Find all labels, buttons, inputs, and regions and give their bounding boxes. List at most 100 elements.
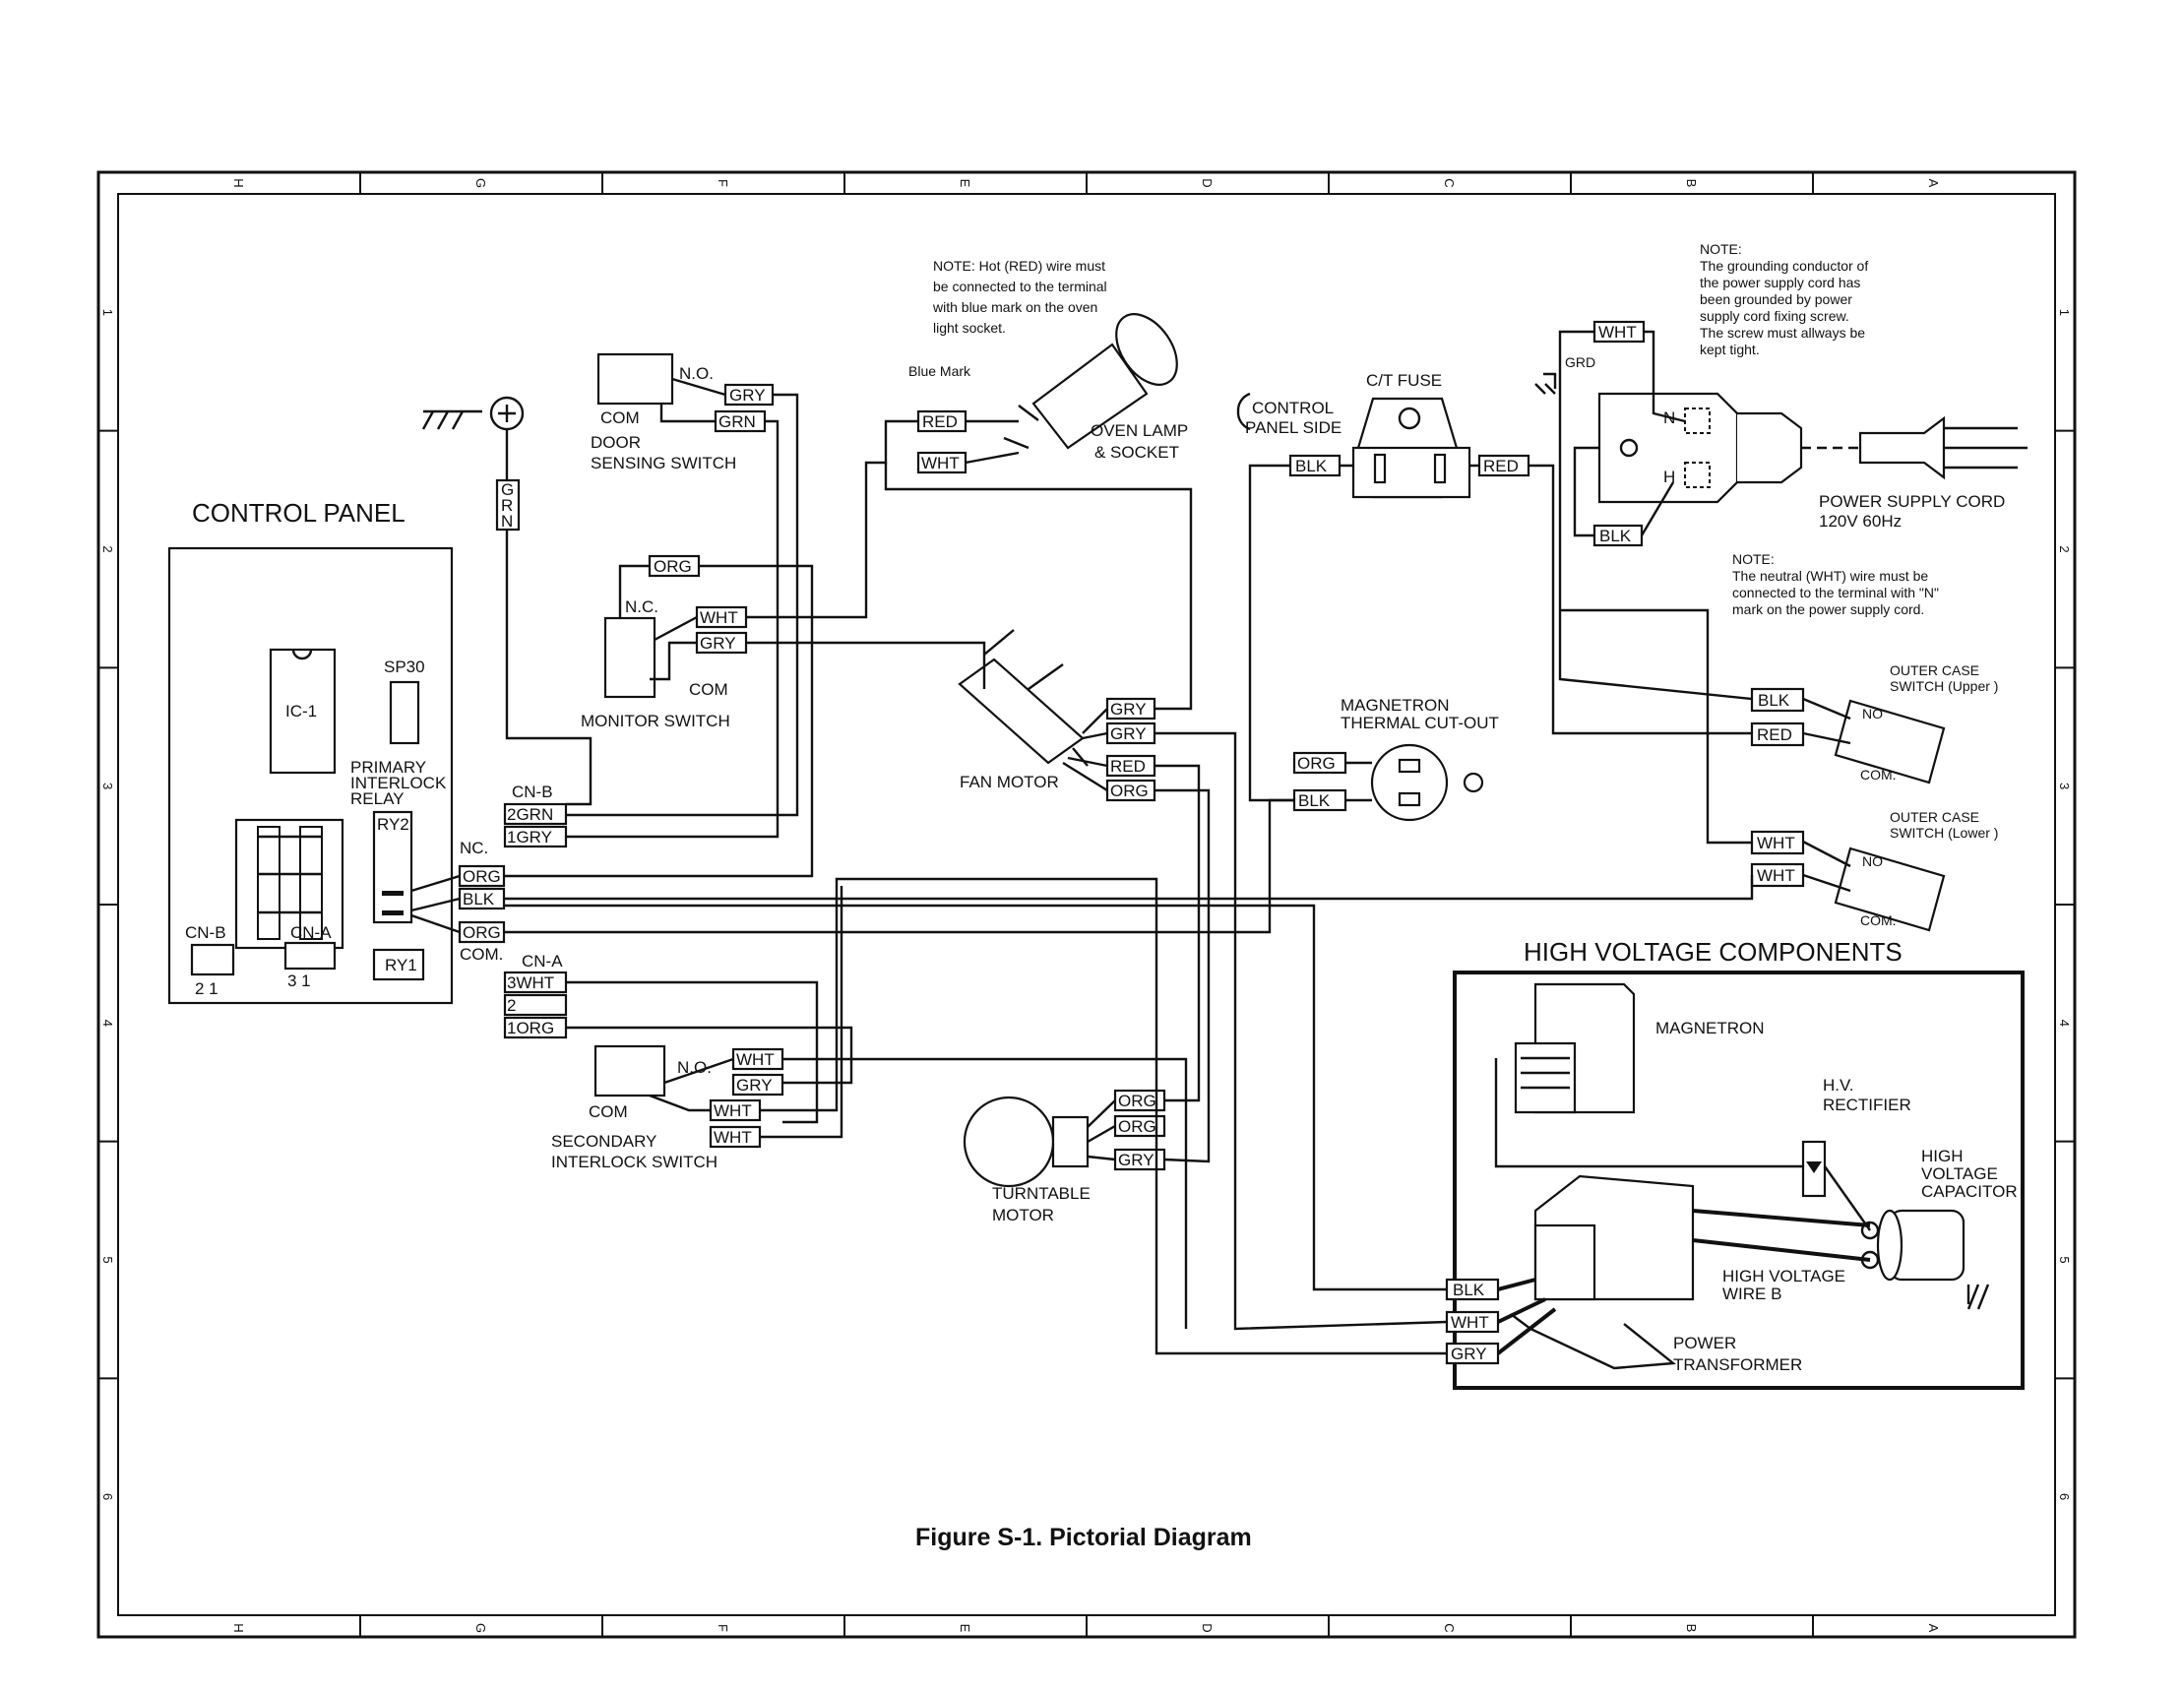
svg-text:THERMAL CUT-OUT: THERMAL CUT-OUT xyxy=(1341,714,1499,732)
svg-text:The grounding conductor of: The grounding conductor of xyxy=(1700,258,1868,274)
cna-pins: 3 1 xyxy=(287,972,311,990)
fan-red-tag: RED xyxy=(1110,757,1146,776)
svg-text:COM.: COM. xyxy=(1860,912,1897,928)
cna-pin3-tag: 3WHT xyxy=(507,973,554,992)
ct-fuse-label: C/T FUSE xyxy=(1366,371,1442,390)
grid-row-label: 1 xyxy=(2057,309,2072,316)
transformer-blk-tag: BLK xyxy=(1453,1281,1485,1299)
secondary-gry-tag: GRY xyxy=(736,1076,773,1095)
door-switch-label-2: SENSING SWITCH xyxy=(591,454,736,472)
primary-relay-label-1: PRIMARY xyxy=(350,758,426,777)
grid-row-label: 3 xyxy=(2057,783,2072,789)
fuse-blk-tag: BLK xyxy=(1295,457,1328,475)
svg-text:be connected to the terminal: be connected to the terminal xyxy=(933,279,1107,294)
grid-row-label: 4 xyxy=(100,1020,115,1027)
secondary-switch-label-2: INTERLOCK SWITCH xyxy=(551,1153,718,1171)
relay-ry1 xyxy=(372,948,425,981)
grid-row-label: 6 xyxy=(2057,1493,2072,1500)
svg-text:NO: NO xyxy=(1862,706,1883,721)
blue-mark-label: Blue Mark xyxy=(908,363,971,379)
relay-ry2 xyxy=(372,810,413,924)
svg-text:COM.: COM. xyxy=(1860,767,1897,783)
secondary-switch-label-1: SECONDARY xyxy=(551,1132,656,1151)
secondary-wht-tag-2: WHT xyxy=(714,1101,752,1120)
cnb-pins: 2 1 xyxy=(195,979,218,998)
thermal-cutout-icon xyxy=(1370,743,1484,822)
turntable-gry-tag: GRY xyxy=(1118,1151,1154,1169)
power-transformer-icon xyxy=(1510,1174,1695,1370)
oven-lamp-socket-icon xyxy=(1003,313,1178,450)
grid-row-label: 1 xyxy=(100,309,115,316)
cna-label: CN-A xyxy=(522,952,563,971)
grid-row-label: 2 xyxy=(100,545,115,552)
grid-row-label: 4 xyxy=(2057,1020,2072,1027)
monitor-switch xyxy=(603,616,656,699)
power-cord-label-2: 120V 60Hz xyxy=(1819,512,1902,531)
outer-case-switch-lower xyxy=(1834,846,1946,932)
ic1-label: IC-1 xyxy=(285,702,317,721)
svg-text:NOTE:: NOTE: xyxy=(1700,241,1742,257)
hv-capacitor-icon xyxy=(1860,1209,1990,1310)
svg-text:HIGH: HIGH xyxy=(1921,1147,1964,1165)
magnetron-icon xyxy=(1514,982,1636,1114)
svg-text:HIGH VOLTAGE: HIGH VOLTAGE xyxy=(1722,1267,1845,1285)
fan-gry-tag-2: GRY xyxy=(1110,724,1147,743)
svg-text:TURNTABLE: TURNTABLE xyxy=(992,1184,1091,1203)
grid-col-label: C xyxy=(1442,178,1457,187)
svg-text:NO: NO xyxy=(1862,853,1883,869)
outer-case-switch-upper xyxy=(1834,699,1946,784)
svg-text:supply cord fixing screw.: supply cord fixing screw. xyxy=(1700,308,1849,324)
cord-blk-tag: BLK xyxy=(1599,527,1632,545)
svg-text:OUTER CASE: OUTER CASE xyxy=(1890,809,1979,825)
grid-col-label: F xyxy=(716,179,730,187)
svg-text:MAGNETRON: MAGNETRON xyxy=(1341,696,1450,715)
primary-relay-label-2: INTERLOCK xyxy=(350,774,447,792)
fan-org-tag: ORG xyxy=(1110,782,1149,800)
svg-text:MOTOR: MOTOR xyxy=(992,1206,1054,1224)
monitor-wht-tag: WHT xyxy=(700,608,738,627)
wiring xyxy=(410,330,1871,1355)
fan-gry-tag-1: GRY xyxy=(1110,700,1147,719)
svg-text:CAPACITOR: CAPACITOR xyxy=(1921,1182,2018,1201)
lamp-wht-tag: WHT xyxy=(921,454,960,472)
svg-text:WIRE B: WIRE B xyxy=(1722,1285,1781,1303)
svg-text:kept tight.: kept tight. xyxy=(1700,342,1760,357)
ic1-chip xyxy=(269,648,337,775)
cnb-pin1-tag: 1GRY xyxy=(507,828,552,846)
door-sensing-switch xyxy=(596,352,674,406)
sp30-component xyxy=(389,680,420,745)
lower-wht-tag-1: WHT xyxy=(1757,834,1795,852)
svg-text:connected to the terminal with: connected to the terminal with "N" xyxy=(1732,585,1939,600)
svg-text:H.V.: H.V. xyxy=(1823,1076,1854,1095)
cnb-connector xyxy=(190,943,235,976)
svg-text:OUTER CASE: OUTER CASE xyxy=(1890,662,1979,678)
svg-text:OVEN LAMP: OVEN LAMP xyxy=(1091,421,1188,440)
power-cord-terminal-icon xyxy=(1597,392,2028,504)
control-panel-side-2: PANEL SIDE xyxy=(1245,418,1342,437)
relay-org-tag-2: ORG xyxy=(463,923,501,942)
secondary-wht-tag-1: WHT xyxy=(736,1050,775,1069)
monitor-org-tag: ORG xyxy=(654,557,692,576)
control-panel-side-1: CONTROL xyxy=(1252,399,1334,417)
cna-small-label: CN-A xyxy=(290,923,332,942)
lower-wht-tag-2: WHT xyxy=(1757,866,1795,885)
transformer-wht-tag: WHT xyxy=(1451,1313,1489,1332)
svg-text:The screw must allways be: The screw must allways be xyxy=(1700,325,1865,341)
power-cord-label-1: POWER SUPPLY CORD xyxy=(1819,492,2005,511)
grid-col-label: B xyxy=(1684,1624,1699,1633)
sp30-label: SP30 xyxy=(384,658,425,676)
cnb-label: CN-B xyxy=(512,783,553,801)
thermal-org-tag: ORG xyxy=(1297,754,1336,773)
grid-col-label: H xyxy=(231,178,246,187)
high-voltage-title: HIGH VOLTAGE COMPONENTS xyxy=(1524,937,1903,967)
door-gry-tag: GRY xyxy=(729,386,766,405)
relay-com-label: COM. xyxy=(460,945,503,964)
ry2-label: RY2 xyxy=(377,815,409,834)
monitor-gry-tag: GRY xyxy=(700,634,736,653)
magnetron-label: MAGNETRON xyxy=(1655,1019,1765,1037)
grid-col-label: G xyxy=(473,178,488,188)
cna-connector xyxy=(283,941,337,971)
svg-text:COM: COM xyxy=(600,408,640,427)
